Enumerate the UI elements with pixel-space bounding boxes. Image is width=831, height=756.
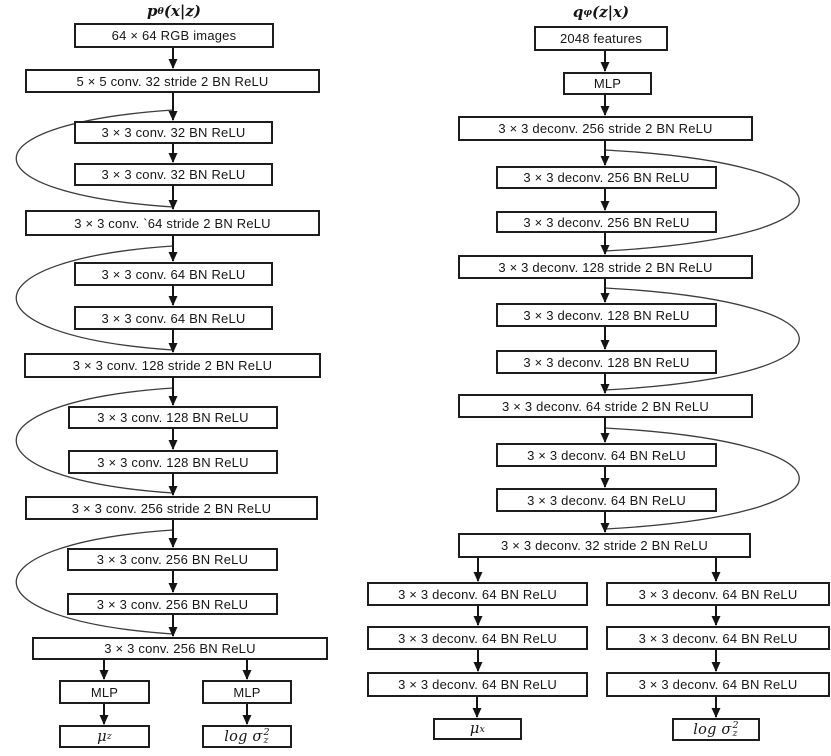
l-conv3-256-s2: 3 × 3 conv. 256 stride 2 BN ReLU [25, 496, 318, 520]
skip-connection [604, 287, 800, 391]
skip-connection [15, 109, 174, 208]
skip-connection [15, 387, 174, 494]
l-conv3-64-s2: 3 × 3 conv. `64 stride 2 BN ReLU [25, 210, 320, 236]
l-conv3-256-wide: 3 × 3 conv. 256 BN ReLU [32, 637, 328, 660]
l-conv3-256-a: 3 × 3 conv. 256 BN ReLU [67, 548, 278, 571]
r-deconv3-32-s2: 3 × 3 deconv. 32 stride 2 BN ReLU [458, 533, 751, 558]
l-conv3-128-b: 3 × 3 conv. 128 BN ReLU [68, 450, 278, 474]
l-conv3-256-b: 3 × 3 conv. 256 BN ReLU [67, 593, 278, 615]
skip-connection [604, 427, 800, 530]
l-conv3-64-b: 3 × 3 conv. 64 BN ReLU [74, 306, 273, 330]
r-deconv3-128-b: 3 × 3 deconv. 128 BN ReLU [496, 350, 717, 374]
r-mlp: MLP [563, 72, 652, 95]
l-conv3-32-a: 3 × 3 conv. 32 BN ReLU [74, 121, 273, 144]
r-deconv3-128-a: 3 × 3 deconv. 128 BN ReLU [496, 303, 717, 327]
l-mlp-mu: MLP [59, 680, 150, 704]
r-deconv3-128-s2: 3 × 3 deconv. 128 stride 2 BN ReLU [458, 255, 753, 279]
l-conv3-32-b: 3 × 3 conv. 32 BN ReLU [74, 163, 273, 186]
rbr-deconv3-64-2: 3 × 3 deconv. 64 BN ReLU [606, 626, 830, 650]
rbl-deconv3-64-2: 3 × 3 deconv. 64 BN ReLU [367, 626, 588, 650]
r-deconv3-64-b: 3 × 3 deconv. 64 BN ReLU [496, 488, 717, 512]
rbr-deconv3-64-1: 3 × 3 deconv. 64 BN ReLU [606, 582, 830, 606]
l-conv5-32-s2: 5 × 5 conv. 32 stride 2 BN ReLU [25, 69, 320, 93]
skip-connection [15, 529, 174, 635]
r-deconv3-64-s2: 3 × 3 deconv. 64 stride 2 BN ReLU [458, 394, 753, 418]
flow-arrows [99, 48, 721, 725]
skip-connection [15, 245, 174, 351]
rbl-deconv3-64-1: 3 × 3 deconv. 64 BN ReLU [367, 582, 588, 606]
skip-connection [604, 149, 800, 252]
skip-connections [15, 109, 800, 635]
l-input-images: 64 × 64 RGB images [74, 23, 274, 48]
r-deconv3-256-a: 3 × 3 deconv. 256 BN ReLU [496, 166, 717, 189]
rbl-deconv3-64-3: 3 × 3 deconv. 64 BN ReLU [367, 672, 588, 697]
l-mlp-sigma: MLP [202, 680, 292, 704]
r-deconv3-256-s2: 3 × 3 deconv. 256 stride 2 BN ReLU [458, 116, 753, 141]
r-deconv3-64-a: 3 × 3 deconv. 64 BN ReLU [496, 443, 717, 467]
r-input-features: 2048 features [534, 26, 668, 51]
l-conv3-64-a: 3 × 3 conv. 64 BN ReLU [74, 262, 273, 286]
rbr-deconv3-64-3: 3 × 3 deconv. 64 BN ReLU [606, 672, 830, 697]
r-deconv3-256-b: 3 × 3 deconv. 256 BN ReLU [496, 211, 717, 233]
l-conv3-128-s2: 3 × 3 conv. 128 stride 2 BN ReLU [24, 353, 321, 378]
l-conv3-128-a: 3 × 3 conv. 128 BN ReLU [68, 406, 278, 429]
